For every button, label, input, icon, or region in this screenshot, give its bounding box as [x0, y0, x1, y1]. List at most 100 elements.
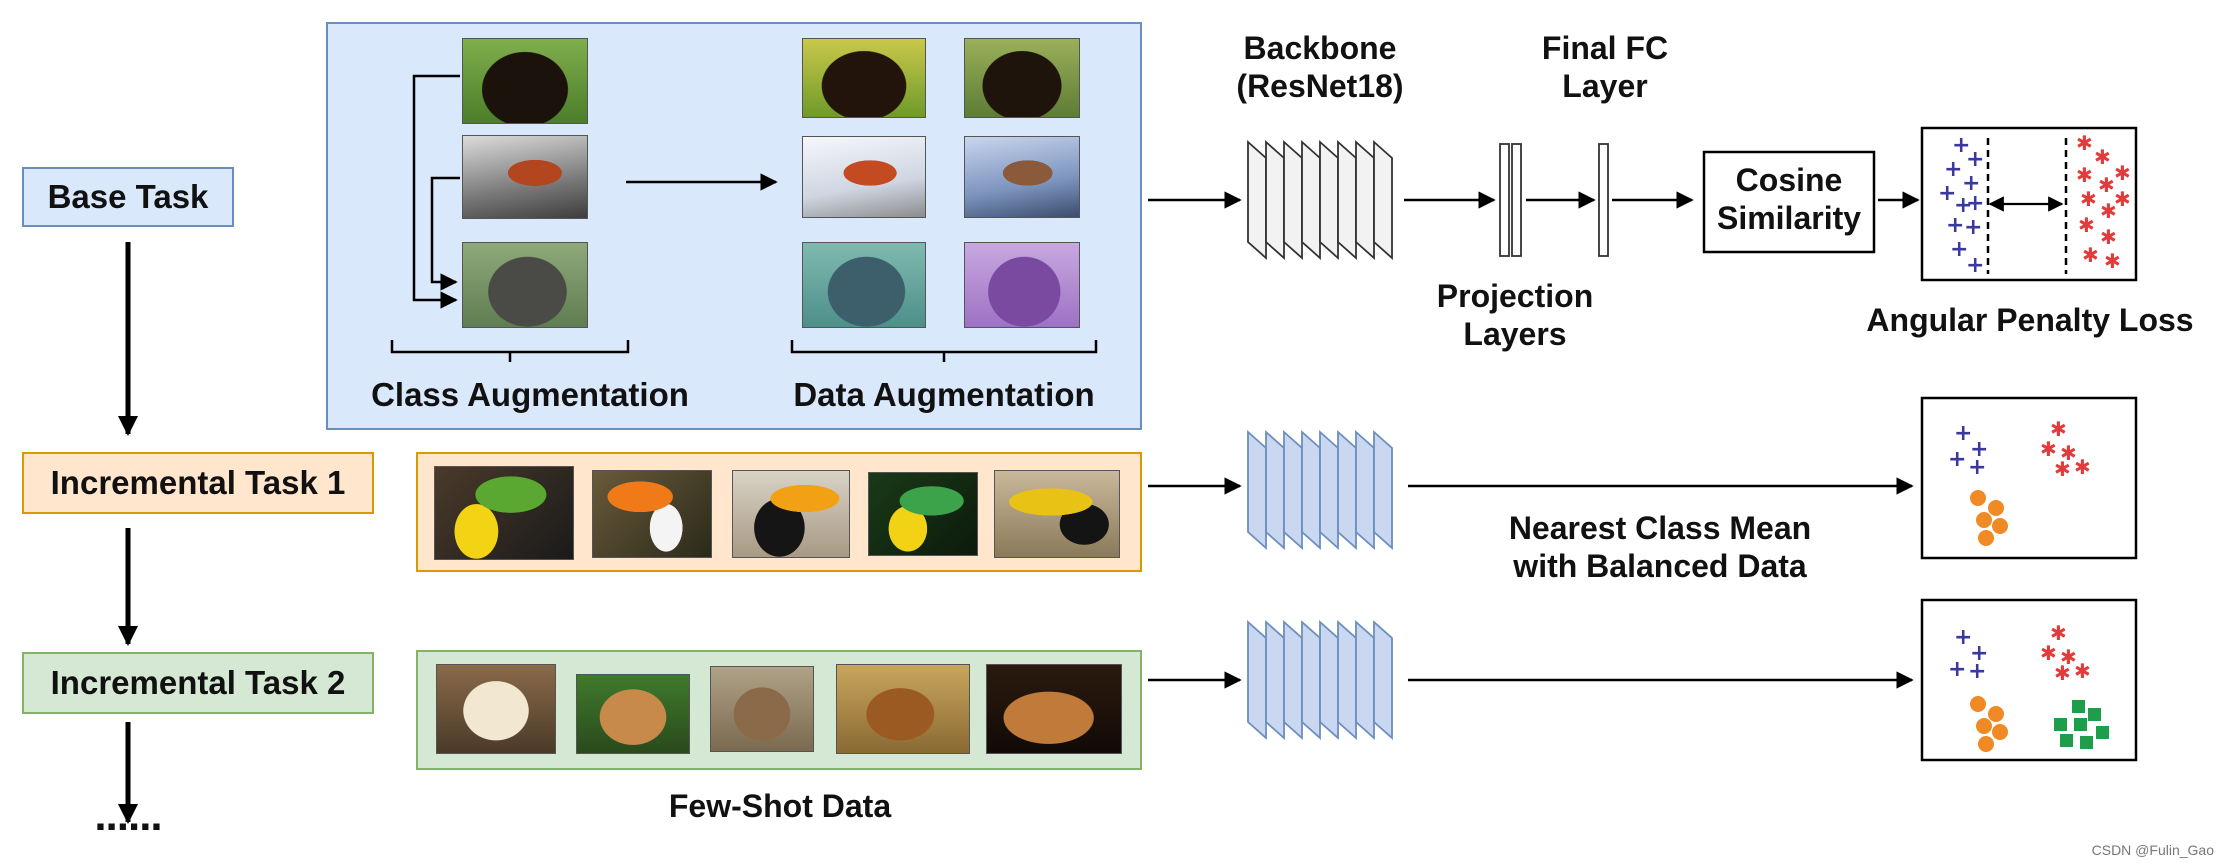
- orange-dot-cluster-inc1: [1970, 490, 2008, 546]
- red-star-cluster-inc2: ✱✱✱✱✱: [2040, 621, 2091, 685]
- lion-cub-photo-1: [436, 664, 556, 754]
- projection-layers: [1499, 143, 1522, 257]
- svg-text:✱: ✱: [2094, 145, 2111, 169]
- blue-cross-cluster-inc1: ++++: [1948, 421, 1988, 480]
- mixed-augmented-photo-1: [802, 242, 926, 328]
- svg-text:+: +: [1948, 657, 1966, 682]
- robin-augmented-photo-1: [802, 136, 926, 218]
- base-task-label: Base Task: [47, 178, 209, 215]
- final-fc-layer: [1598, 143, 1609, 257]
- svg-text:✱: ✱: [2114, 161, 2131, 185]
- data-augmentation-brace: [790, 340, 1098, 362]
- svg-text:✱: ✱: [2050, 621, 2067, 645]
- svg-text:✱: ✱: [2074, 455, 2091, 479]
- lion-photo: [836, 664, 970, 754]
- data-augmentation-label: Data Augmentation: [793, 376, 1095, 413]
- svg-text:✱: ✱: [2076, 131, 2093, 155]
- svg-text:✱: ✱: [2114, 187, 2131, 211]
- green-square-cluster-inc2: [2054, 700, 2109, 749]
- svg-text:+: +: [1966, 191, 1984, 216]
- svg-text:✱: ✱: [2080, 187, 2097, 211]
- lion-cubs-photo: [986, 664, 1122, 754]
- projection-label-line2: Layers: [1463, 315, 1567, 352]
- angular-penalty-loss-label: Angular Penalty Loss: [1866, 302, 2194, 338]
- robin-photo: [462, 135, 588, 219]
- svg-text:✱: ✱: [2054, 457, 2071, 481]
- few-shot-data-label: Few-Shot Data: [668, 788, 892, 824]
- svg-text:+: +: [1964, 215, 1982, 240]
- class-augmentation-connectors: [412, 74, 460, 309]
- svg-text:+: +: [1968, 455, 1986, 480]
- svg-text:+: +: [1948, 447, 1966, 472]
- svg-text:✱: ✱: [2074, 659, 2091, 683]
- base-task-box: Base Task: [22, 167, 234, 227]
- blue-cross-cluster-inc2: ++++: [1948, 625, 1988, 684]
- svg-text:+: +: [1954, 625, 1972, 650]
- svg-text:+: +: [1952, 133, 1970, 158]
- projection-layers-label: Projection Layers: [1400, 278, 1630, 354]
- incremental-1-plot: [1920, 396, 2138, 560]
- incremental-task-2-box: Incremental Task 2: [22, 652, 374, 714]
- mixed-augmented-photo-2: [964, 242, 1080, 328]
- backbone-label: Backbone (ResNet18): [1200, 30, 1440, 106]
- svg-text:✱: ✱: [2060, 645, 2077, 669]
- red-star-cluster-inc1: ✱✱✱✱✱: [2040, 417, 2091, 481]
- svg-text:+: +: [1954, 421, 1972, 446]
- backbone-label-line2: (ResNet18): [1236, 67, 1404, 104]
- final-fc-label: Final FC Layer: [1490, 30, 1720, 106]
- cosine-similarity-box: [1702, 150, 1876, 254]
- projection-label-line1: Projection: [1436, 278, 1594, 314]
- incremental-task-1-label: Incremental Task 1: [50, 464, 346, 501]
- svg-text:+: +: [1946, 213, 1964, 238]
- red-star-cluster-base: ✱✱✱ ✱✱✱ ✱✱✱ ✱✱✱: [2076, 131, 2131, 273]
- svg-text:✱: ✱: [2040, 437, 2057, 461]
- svg-text:+: +: [1968, 659, 1986, 684]
- orange-dot-cluster-inc2: [1970, 696, 2008, 752]
- cosine-similarity-label: Cosine Similarity: [1704, 162, 1874, 238]
- robin-augmented-photo-2: [964, 136, 1080, 218]
- lioness-photo: [576, 674, 690, 754]
- incremental-task-1-box: Incremental Task 1: [22, 452, 374, 514]
- svg-text:+: +: [1966, 253, 1984, 278]
- incremental-task-2-label: Incremental Task 2: [50, 664, 346, 701]
- svg-text:+: +: [1970, 641, 1988, 666]
- svg-text:✱: ✱: [2054, 661, 2071, 685]
- toucan-photo-1: [434, 466, 574, 560]
- toucan-photo-3: [732, 470, 850, 558]
- svg-text:✱: ✱: [2098, 173, 2115, 197]
- class-augmentation-brace: [390, 340, 630, 362]
- dog-augmented-photo-2: [964, 38, 1080, 118]
- svg-text:✱: ✱: [2100, 225, 2117, 249]
- svg-text:✱: ✱: [2076, 163, 2093, 187]
- svg-text:+: +: [1966, 147, 1984, 172]
- svg-text:✱: ✱: [2078, 213, 2095, 237]
- svg-text:+: +: [1962, 171, 1980, 196]
- backbone-label-line1: Backbone: [1243, 30, 1397, 66]
- svg-text:✱: ✱: [2104, 249, 2121, 273]
- watermark: CSDN @Fulin_Gao: [2091, 842, 2214, 858]
- toucan-photo-5: [994, 470, 1120, 558]
- ncm-label-line1: Nearest Class Mean: [1508, 510, 1812, 546]
- svg-text:✱: ✱: [2050, 417, 2067, 441]
- svg-text:+: +: [1970, 437, 1988, 462]
- dog-augmented-photo-1: [802, 38, 926, 118]
- svg-text:+: +: [1954, 193, 1972, 218]
- svg-text:+: +: [1950, 237, 1968, 262]
- final-fc-label-line1: Final FC: [1541, 30, 1669, 66]
- toucan-photo-4: [868, 472, 978, 556]
- svg-text:✱: ✱: [2060, 441, 2077, 465]
- final-fc-label-line2: Layer: [1562, 67, 1648, 104]
- nearest-class-mean-label: Nearest Class Mean with Balanced Data: [1460, 510, 1860, 586]
- cosine-label-line2: Similarity: [1716, 199, 1862, 236]
- dog-photo: [462, 38, 588, 124]
- toucan-photo-2: [592, 470, 712, 558]
- backbone-block-blue-2: [1247, 619, 1393, 741]
- backbone-block-blue-1: [1247, 429, 1393, 551]
- class-augmentation-label: Class Augmentation: [371, 376, 689, 413]
- svg-text:✱: ✱: [2100, 199, 2117, 223]
- mixed-dog-robin-photo: [462, 242, 588, 328]
- svg-text:+: +: [1938, 181, 1956, 206]
- cosine-label-line1: Cosine: [1735, 162, 1843, 198]
- svg-text:✱: ✱: [2040, 641, 2057, 665]
